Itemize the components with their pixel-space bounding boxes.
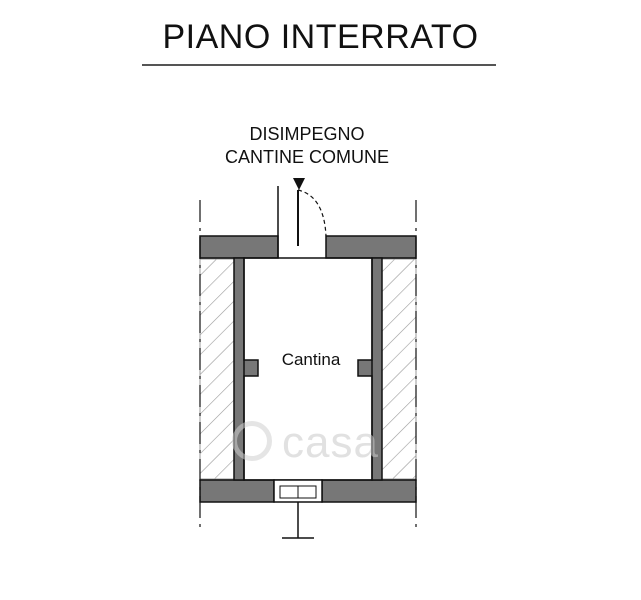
title-underline [142, 64, 496, 66]
bottom-wall-right [321, 479, 417, 503]
left-hatched-zone [199, 258, 235, 480]
door-swing-arc [297, 189, 327, 237]
bottom-wall-left [199, 479, 275, 503]
watermark-text: casa [282, 418, 379, 467]
entrance-arrow-icon [293, 178, 305, 190]
watermark-logo-icon [232, 421, 272, 461]
room-label: Cantina [281, 350, 341, 369]
bottom-window-sill [279, 485, 317, 499]
top-wall-left [199, 235, 279, 259]
top-wall-right [325, 235, 417, 259]
plan-title: PIANO INTERRATO [162, 18, 479, 56]
right-hatched-zone [381, 258, 417, 480]
corridor-label-line2: CANTINE COMUNE [224, 147, 389, 167]
corridor-label-line1: DISIMPEGNO [249, 124, 365, 144]
